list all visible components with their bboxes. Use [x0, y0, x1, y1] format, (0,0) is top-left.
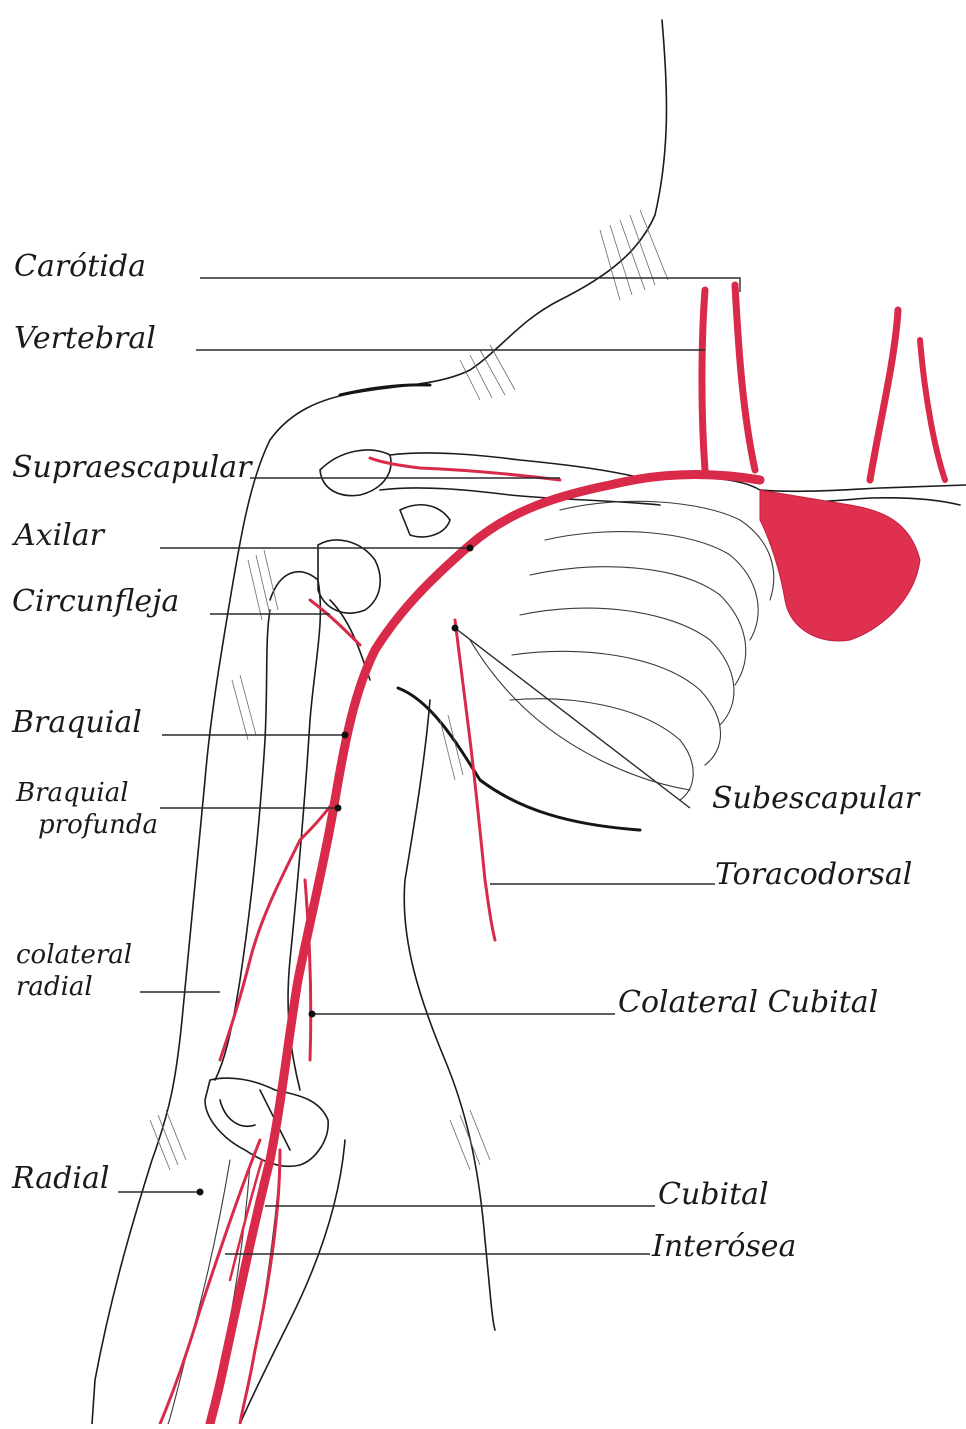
label-supraescapular: Supraescapular	[12, 453, 252, 483]
label-axilar: Axilar	[14, 521, 104, 551]
body-outline	[92, 20, 966, 1424]
carotid-artery	[702, 290, 705, 470]
circumflex-artery	[310, 600, 360, 645]
label-braquial: Braquial	[12, 708, 142, 738]
vertebral-artery	[735, 285, 755, 470]
leader-lines	[118, 278, 740, 1254]
label-carotida: Carótida	[14, 252, 146, 282]
label-colateral-cubital: Colateral Cubital	[618, 988, 878, 1018]
label-braquial-profunda-line2: profunda	[38, 812, 158, 838]
label-colateral-radial-line2: radial	[16, 974, 93, 1000]
arteries	[160, 285, 945, 1424]
aortic-arch-region	[760, 490, 920, 641]
label-circunfleja: Circunfleja	[12, 587, 179, 617]
label-toracodorsal: Toracodorsal	[715, 860, 912, 890]
label-radial: Radial	[12, 1164, 109, 1194]
label-braquial-profunda-line1: Braquial	[16, 780, 129, 806]
label-colateral-radial-line1: colateral	[16, 942, 132, 968]
hatching	[150, 210, 668, 1170]
label-cubital: Cubital	[658, 1180, 769, 1210]
label-subescapular: Subescapular	[712, 784, 919, 814]
axillary-brachial-artery	[210, 475, 760, 1424]
label-vertebral: Vertebral	[14, 324, 156, 354]
label-interosea: Interósea	[652, 1232, 796, 1262]
deep-brachial-artery	[220, 800, 335, 1060]
